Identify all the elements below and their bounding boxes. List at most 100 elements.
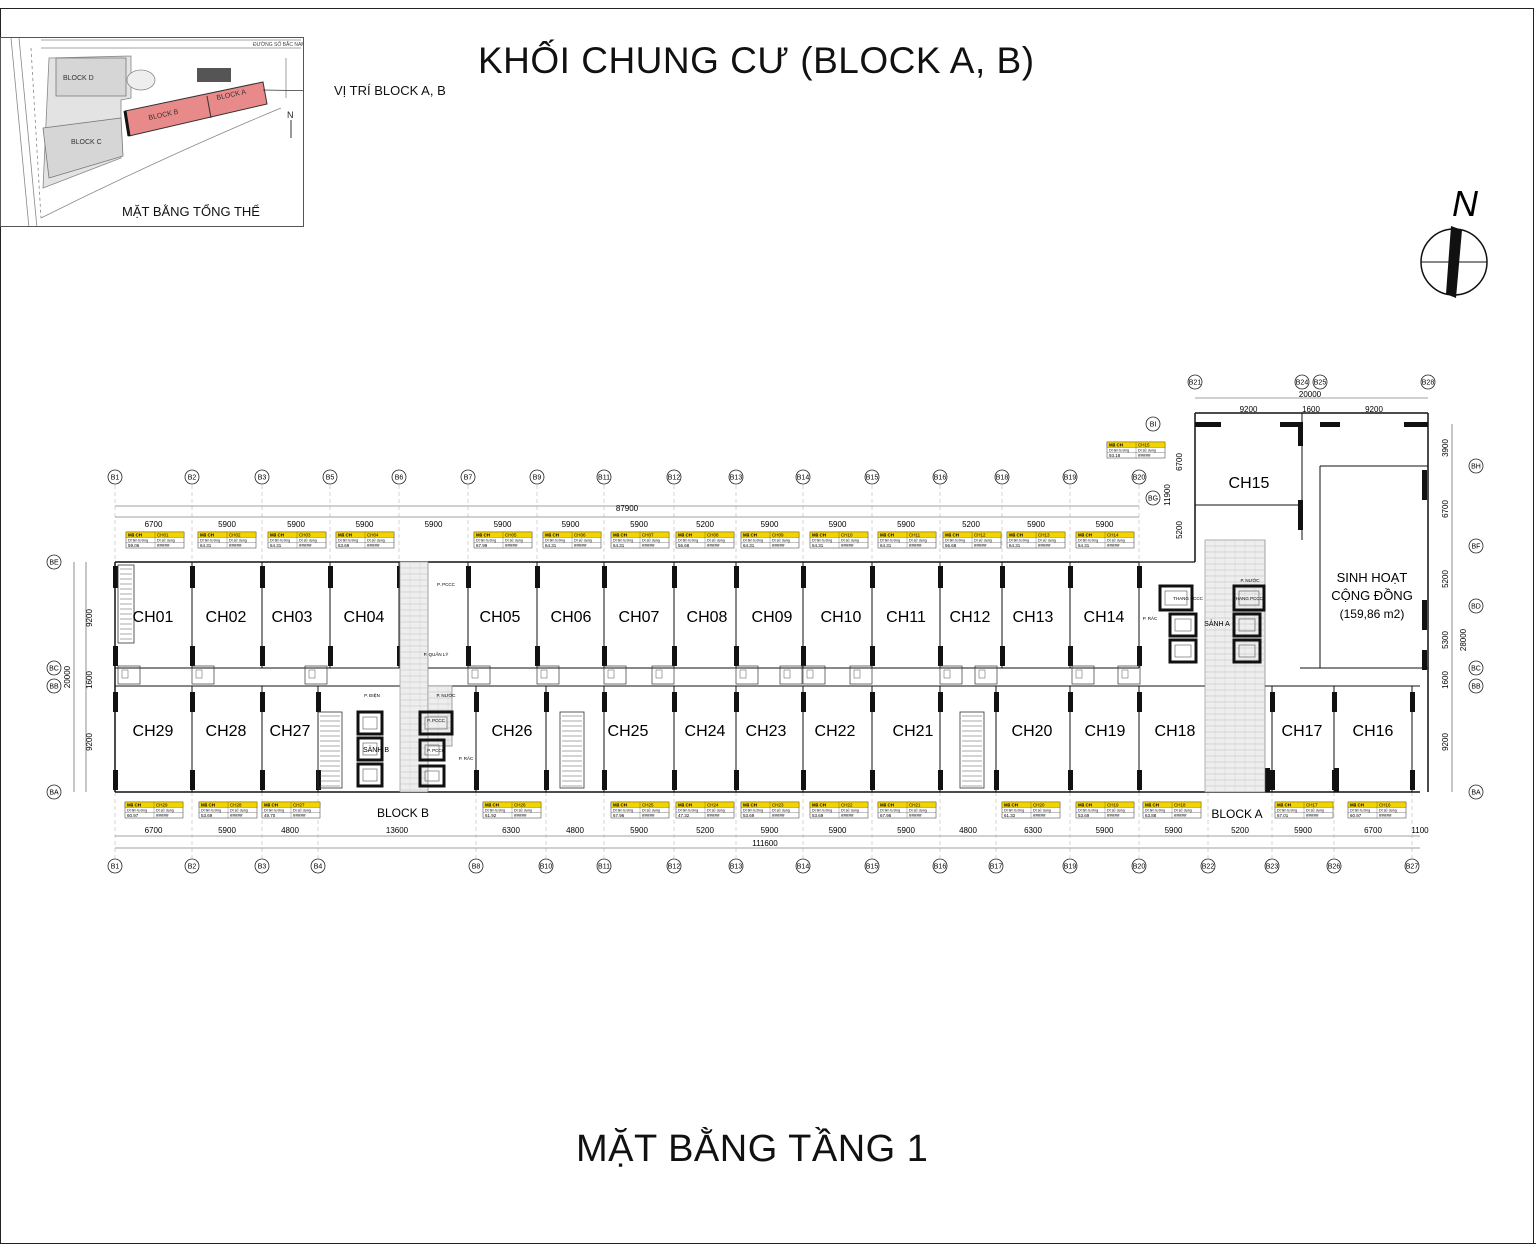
svg-text:CH06: CH06 xyxy=(574,533,586,538)
right-total-dim: 28000 xyxy=(1459,628,1468,651)
svg-text:Mã CH: Mã CH xyxy=(812,803,826,808)
svg-text:Dt sử dụng: Dt sử dụng xyxy=(156,808,174,812)
community-area: (159,86 m2) xyxy=(1340,607,1405,621)
lobby-b-label: SẢNH B xyxy=(363,745,389,754)
bathroom-box xyxy=(304,665,328,685)
svg-text:Dt sử dụng: Dt sử dụng xyxy=(909,538,927,542)
svg-text:49.70: 49.70 xyxy=(264,813,276,818)
right-row-ba-label: BA xyxy=(1471,790,1481,797)
svg-text:#####: ##### xyxy=(299,543,312,548)
top-axis-b12 xyxy=(666,469,682,485)
row-marker-bg-label: BG xyxy=(1148,496,1158,503)
column xyxy=(535,566,540,588)
unit-ch27: CH27 xyxy=(270,723,311,740)
svg-text:CH14: CH14 xyxy=(1107,533,1119,538)
east-axis-b25 xyxy=(1312,374,1328,390)
bottom-dim-0: 6700 xyxy=(145,826,163,835)
bottom-axis-b17 xyxy=(988,858,1004,874)
column xyxy=(734,646,739,666)
svg-text:Dt sử dụng: Dt sử dụng xyxy=(299,538,317,542)
svg-text:Mã CH: Mã CH xyxy=(613,803,627,808)
column xyxy=(1195,422,1221,427)
bottom-dim-9: 5900 xyxy=(829,826,847,835)
east-axis-b21-label: B21 xyxy=(1189,380,1202,387)
block-d-label: BLOCK D xyxy=(63,75,94,82)
svg-text:64.31: 64.31 xyxy=(200,543,212,548)
bottom-axis-b1-label: B1 xyxy=(111,864,120,871)
svg-text:Dt tim tường: Dt tim tường xyxy=(485,808,505,812)
column xyxy=(801,566,806,588)
svg-text:Dt tim tường: Dt tim tường xyxy=(264,808,284,812)
top-axis-b19-label: B19 xyxy=(1064,475,1077,482)
top-axis-b18 xyxy=(994,469,1010,485)
unit-ch07: CH07 xyxy=(619,609,660,626)
svg-text:Mã CH: Mã CH xyxy=(128,533,142,538)
svg-text:Mã CH: Mã CH xyxy=(880,803,894,808)
bottom-axis-b27-label: B27 xyxy=(1406,864,1419,871)
east-axis-b21 xyxy=(1187,374,1203,390)
top-axis-b9-label: B9 xyxy=(533,475,542,482)
bottom-axis-b12-label: B12 xyxy=(668,864,681,871)
svg-text:Dt tim tường: Dt tim tường xyxy=(1078,538,1098,542)
column xyxy=(1068,646,1073,666)
svg-text:Mã CH: Mã CH xyxy=(1078,803,1092,808)
column xyxy=(870,692,875,712)
elevator-b6 xyxy=(418,764,446,788)
bottom-dim-4: 6300 xyxy=(502,826,520,835)
svg-text:67.96: 67.96 xyxy=(880,813,892,818)
bottom-dim-3: 13600 xyxy=(386,826,409,835)
bottom-axis-b1 xyxy=(107,858,123,874)
svg-text:47.32: 47.32 xyxy=(678,813,690,818)
top-dim-14: 5900 xyxy=(1096,520,1114,529)
column xyxy=(190,646,195,666)
bathroom-box xyxy=(849,665,873,685)
bathroom-box xyxy=(467,665,491,685)
svg-text:#####: ##### xyxy=(505,543,518,548)
svg-text:Mã CH: Mã CH xyxy=(743,533,757,538)
column xyxy=(260,692,265,712)
column xyxy=(602,646,607,666)
svg-text:#####: ##### xyxy=(157,543,170,548)
column xyxy=(397,566,402,588)
svg-text:Dt tim tường: Dt tim tường xyxy=(1078,808,1098,812)
svg-text:#####: ##### xyxy=(1174,813,1187,818)
toilet-fixture xyxy=(607,669,615,679)
block-b-label: BLOCK B xyxy=(377,806,429,820)
svg-text:#####: ##### xyxy=(772,543,785,548)
elevator-a4 xyxy=(1232,584,1266,612)
top-axis-b16-label: B16 xyxy=(934,475,947,482)
svg-text:Dt tim tường: Dt tim tường xyxy=(338,538,358,542)
room-water-label: P. NƯỚC xyxy=(436,692,456,698)
bottom-axis-b11-label: B11 xyxy=(598,864,610,871)
svg-text:Mã CH: Mã CH xyxy=(1277,803,1291,808)
svg-text:CH21: CH21 xyxy=(909,803,921,808)
bottom-dim-11: 4800 xyxy=(959,826,977,835)
top-dim-12: 5200 xyxy=(962,520,980,529)
svg-text:CH09: CH09 xyxy=(772,533,784,538)
top-axis-b5-label: B5 xyxy=(326,475,335,482)
bottom-dim-17: 6700 xyxy=(1364,826,1382,835)
column xyxy=(672,566,677,588)
column xyxy=(260,770,265,790)
svg-text:#####: ##### xyxy=(367,543,380,548)
top-dim-8: 5200 xyxy=(696,520,714,529)
bathroom-box xyxy=(603,665,627,685)
stair-west xyxy=(117,564,135,644)
svg-text:#####: ##### xyxy=(1038,543,1051,548)
elevator-b3 xyxy=(356,762,384,788)
top-dim-0: 6700 xyxy=(145,520,163,529)
bathroom-box xyxy=(1071,665,1095,685)
elevator-b5 xyxy=(418,738,446,762)
svg-text:#####: ##### xyxy=(909,813,922,818)
svg-text:Dt tim tường: Dt tim tường xyxy=(1009,538,1029,542)
bathroom-box xyxy=(779,665,803,685)
right-row-bf xyxy=(1468,538,1484,554)
top-axis-b13 xyxy=(728,469,744,485)
column xyxy=(734,692,739,712)
column xyxy=(1000,646,1005,666)
right-row-bd xyxy=(1468,598,1484,614)
column xyxy=(994,692,999,712)
svg-text:Mã CH: Mã CH xyxy=(812,533,826,538)
